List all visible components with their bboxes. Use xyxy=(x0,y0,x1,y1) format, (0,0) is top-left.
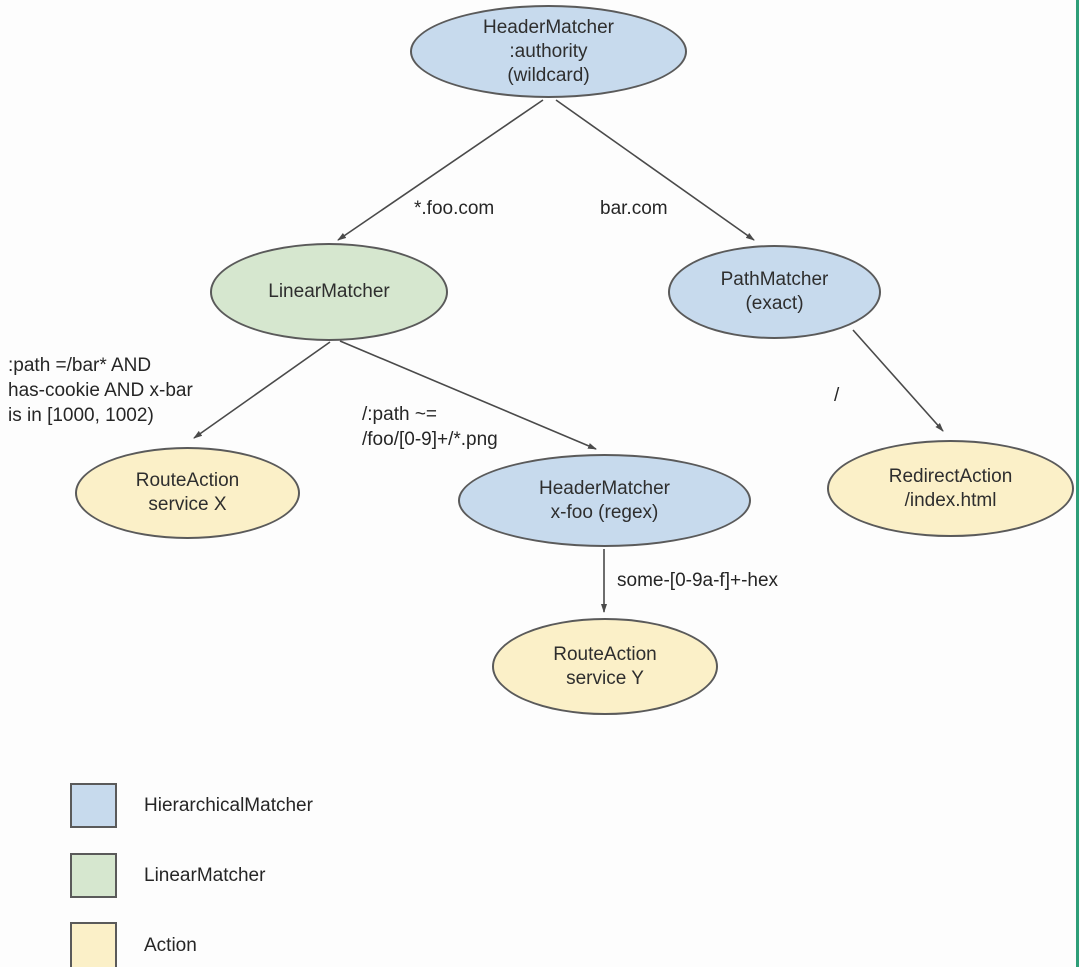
node-redirectaction-index: RedirectAction /index.html xyxy=(827,440,1074,537)
edge-authority-to-path xyxy=(555,99,755,241)
legend-label-hierarchicalmatcher: HierarchicalMatcher xyxy=(144,794,313,816)
edge-linear-to-headerxfoo xyxy=(339,340,597,450)
edge-path-to-redirect xyxy=(852,329,944,432)
legend-swatch-hierarchicalmatcher xyxy=(70,783,117,828)
legend-item-linearmatcher: LinearMatcher xyxy=(70,853,265,898)
right-edge-artifact xyxy=(1076,0,1079,967)
edge-authority-to-linear xyxy=(337,99,544,241)
node-headermatcher-authority: HeaderMatcher :authority (wildcard) xyxy=(410,5,687,98)
legend-item-hierarchicalmatcher: HierarchicalMatcher xyxy=(70,783,313,828)
edge-label-bar-com: bar.com xyxy=(600,198,668,219)
legend-label-action: Action xyxy=(144,934,197,956)
legend-label-linearmatcher: LinearMatcher xyxy=(144,864,266,886)
node-headermatcher-xfoo: HeaderMatcher x-foo (regex) xyxy=(458,454,751,547)
node-routeaction-service-x: RouteAction service X xyxy=(75,447,300,539)
edge-linear-to-routex xyxy=(193,341,331,439)
legend-swatch-action xyxy=(70,922,117,967)
edge-label-foo-com: *.foo.com xyxy=(414,198,495,219)
node-pathmatcher-exact: PathMatcher (exact) xyxy=(668,245,881,339)
node-linearmatcher: LinearMatcher xyxy=(210,243,448,341)
node-routeaction-service-y: RouteAction service Y xyxy=(492,618,718,715)
edge-label-path-png-regex: /:path ~= /foo/[0-9]+/*.png xyxy=(362,404,498,450)
edge-label-some-hex: some-[0-9a-f]+-hex xyxy=(617,570,779,591)
edge-label-slash: / xyxy=(834,385,840,406)
legend-item-action: Action xyxy=(70,922,197,967)
edge-label-path-bar-condition: :path =/bar* AND has-cookie AND x-bar is… xyxy=(8,355,193,426)
legend-swatch-linearmatcher xyxy=(70,853,117,898)
